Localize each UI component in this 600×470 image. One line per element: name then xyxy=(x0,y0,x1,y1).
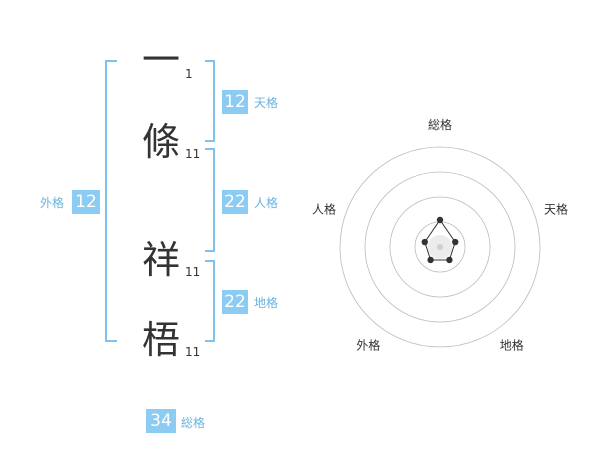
sou-label: 総格 xyxy=(181,416,206,430)
radar-axis-label-1: 総格 xyxy=(428,117,452,132)
name-char-3: 祥 xyxy=(141,238,180,282)
radar-ring-2 xyxy=(389,196,491,298)
radar-polygon xyxy=(424,219,456,261)
radar-ring-3 xyxy=(364,171,516,323)
chi-label: 地格 xyxy=(254,296,279,310)
gai-bracket xyxy=(105,60,117,342)
name-char-4: 梧 xyxy=(141,318,180,362)
jin-value-badge: 22 xyxy=(222,190,248,214)
radar-axis-label-3: 地格 xyxy=(500,338,524,353)
stroke-count-2: 11 xyxy=(185,147,201,161)
stroke-count-4: 11 xyxy=(185,345,201,359)
chi-value-badge: 22 xyxy=(222,290,248,314)
name-char-2: 條 xyxy=(141,120,180,164)
ten-value-badge: 12 xyxy=(222,90,248,114)
radar-axis-label-4: 外格 xyxy=(356,338,380,353)
jin-label: 人格 xyxy=(254,196,279,210)
sou-value-badge: 34 xyxy=(146,409,176,433)
radar-axis-label-2: 天格 xyxy=(544,201,568,216)
ten-label: 天格 xyxy=(254,96,279,110)
radar-axis-label-5: 人格 xyxy=(312,201,336,216)
ten-bracket xyxy=(205,60,215,142)
jin-bracket xyxy=(205,148,215,252)
radar-ring-4 xyxy=(339,146,541,348)
radar-point-5 xyxy=(421,238,428,246)
chi-bracket xyxy=(205,260,215,342)
gai-value-badge: 12 xyxy=(72,190,100,214)
name-char-1: 一 xyxy=(141,38,180,82)
radar-point-4 xyxy=(427,256,434,264)
radar-point-2 xyxy=(452,238,459,246)
stroke-count-1: 1 xyxy=(185,67,193,81)
radar-center-dot xyxy=(437,244,443,250)
radar-point-1 xyxy=(436,216,444,224)
gai-label: 外格 xyxy=(40,196,65,210)
stroke-count-3: 11 xyxy=(185,265,201,279)
radar-point-3 xyxy=(446,256,453,264)
